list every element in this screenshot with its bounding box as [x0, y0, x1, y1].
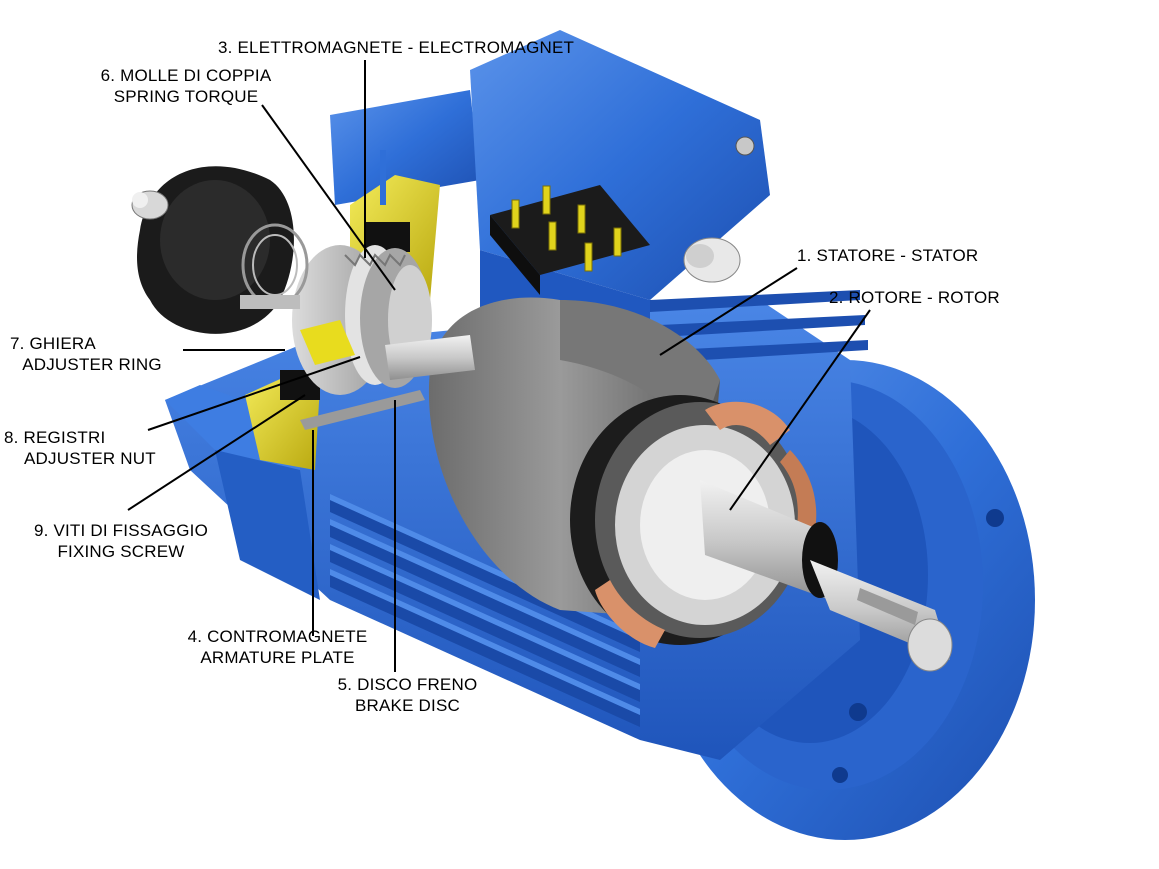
label-fixing-screw: 9. VITI DI FISSAGGIO FIXING SCREW — [16, 520, 226, 562]
label-brake-disc-line2: BRAKE DISC — [355, 696, 460, 715]
rotor — [385, 335, 953, 672]
label-armature-plate-line2: ARMATURE PLATE — [200, 648, 355, 667]
label-spring-torque: 6. MOLLE DI COPPIA SPRING TORQUE — [86, 65, 286, 107]
label-spring-torque-line2: SPRING TORQUE — [113, 87, 259, 106]
label-armature-plate-line1: 4. CONTROMAGNETE — [187, 627, 368, 646]
leader-lines — [127, 60, 871, 672]
adjuster-knob — [131, 166, 355, 365]
label-brake-disc-line1: 5. DISCO FRENO — [337, 675, 478, 694]
label-brake-disc: 5. DISCO FRENO BRAKE DISC — [330, 674, 485, 716]
label-electromagnet: 3. ELETTROMAGNETE - ELECTROMAGNET — [218, 37, 574, 58]
label-adjuster-ring: 7. GHIERA ADJUSTER RING — [2, 333, 182, 375]
label-rotor: 2. ROTORE - ROTOR — [829, 287, 1000, 308]
label-stator: 1. STATORE - STATOR — [797, 245, 978, 266]
label-adjuster-nut: 8. REGISTRI ADJUSTER NUT — [4, 427, 156, 469]
label-electromagnet-text: 3. ELETTROMAGNETE - ELECTROMAGNET — [218, 38, 575, 57]
label-fixing-screw-line1: 9. VITI DI FISSAGGIO — [33, 521, 209, 540]
label-rotor-text: 2. ROTORE - ROTOR — [829, 288, 1000, 307]
label-adjuster-nut-line2: ADJUSTER NUT — [24, 449, 156, 468]
label-spring-torque-line1: 6. MOLLE DI COPPIA — [100, 66, 272, 85]
label-adjuster-nut-line1: 8. REGISTRI — [4, 428, 106, 447]
label-stator-text: 1. STATORE - STATOR — [797, 246, 979, 265]
label-armature-plate: 4. CONTROMAGNETE ARMATURE PLATE — [180, 626, 375, 668]
label-fixing-screw-line2: FIXING SCREW — [57, 542, 185, 561]
label-adjuster-ring-line2: ADJUSTER RING — [22, 355, 162, 374]
label-adjuster-ring-line1: 7. GHIERA — [10, 334, 96, 353]
